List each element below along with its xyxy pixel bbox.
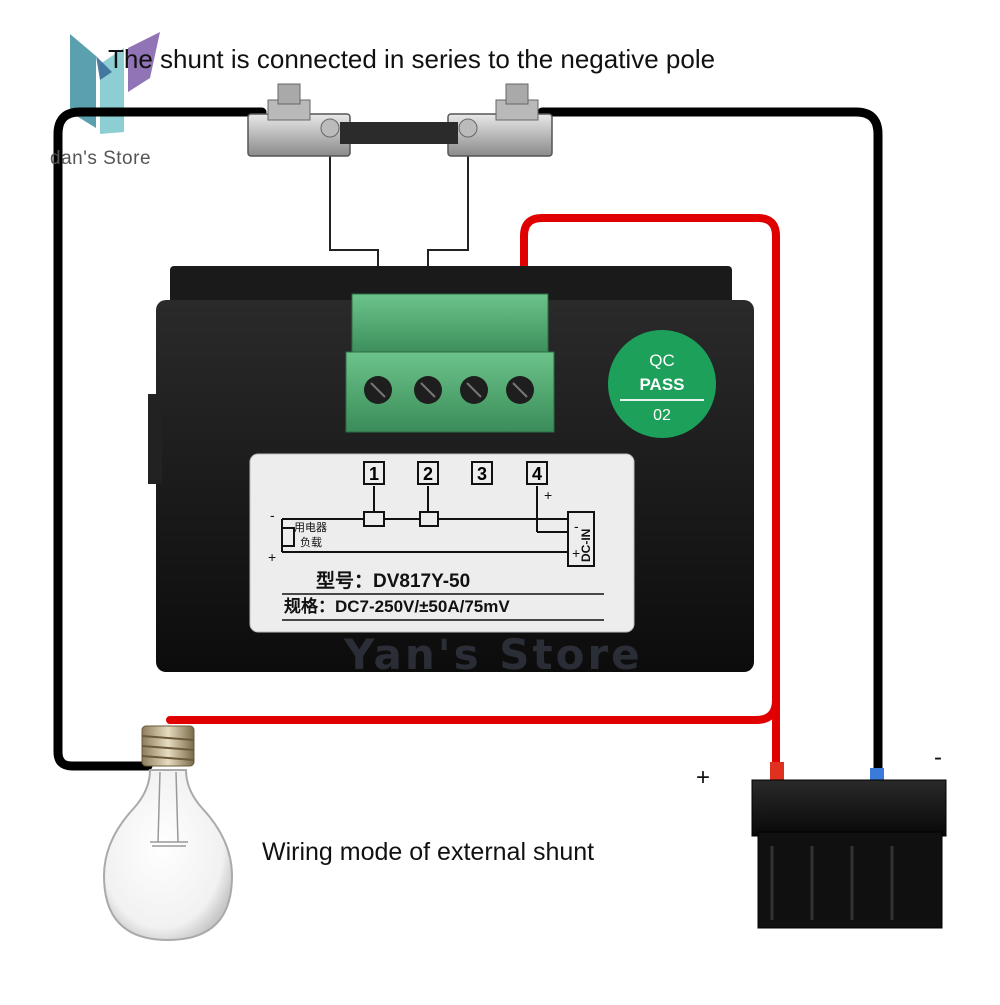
qc-line1: QC — [649, 351, 675, 370]
terminal-numbers: 1 2 3 4 — [363, 461, 548, 485]
plate-minus-right: - — [574, 518, 579, 534]
brand-text: dan's Store — [50, 148, 152, 169]
plate-plus-top: + — [544, 487, 552, 503]
spec-text: 规格：DC7-250V/±50A/75mV — [284, 596, 510, 616]
dc-in-label: DC-IN — [579, 529, 593, 562]
headline: The shunt is connected in series to the … — [108, 44, 716, 74]
shunt — [247, 83, 553, 157]
qc-line2: PASS — [639, 375, 684, 394]
negative-wire — [53, 107, 883, 781]
battery — [751, 762, 947, 929]
terminal-3: 3 — [477, 464, 487, 484]
battery-plus-label: + — [696, 764, 711, 791]
qc-line3: 02 — [653, 407, 671, 424]
load-text-2: 负载 — [300, 535, 322, 549]
load-text-1: 用电器 — [294, 521, 327, 534]
plate-plus-left: + — [268, 549, 276, 565]
terminal-1: 1 — [369, 464, 379, 484]
light-bulb — [102, 725, 234, 942]
model-text: 型号：DV817Y-50 — [316, 569, 470, 592]
plate-minus-left: - — [270, 507, 275, 523]
qc-pass-badge: QC PASS 02 — [608, 330, 716, 438]
terminal-block — [345, 293, 555, 433]
label-schematic — [281, 486, 595, 567]
terminal-2: 2 — [423, 464, 433, 484]
terminal-4: 4 — [532, 464, 542, 484]
label-plate: 1 2 3 4 用电器 负载 - + + - + — [249, 453, 635, 633]
battery-minus-label: - — [934, 744, 942, 771]
watermark: Yan's Store — [344, 630, 643, 679]
caption: Wiring mode of external shunt — [262, 838, 595, 866]
plate-plus-right: + — [572, 545, 580, 561]
